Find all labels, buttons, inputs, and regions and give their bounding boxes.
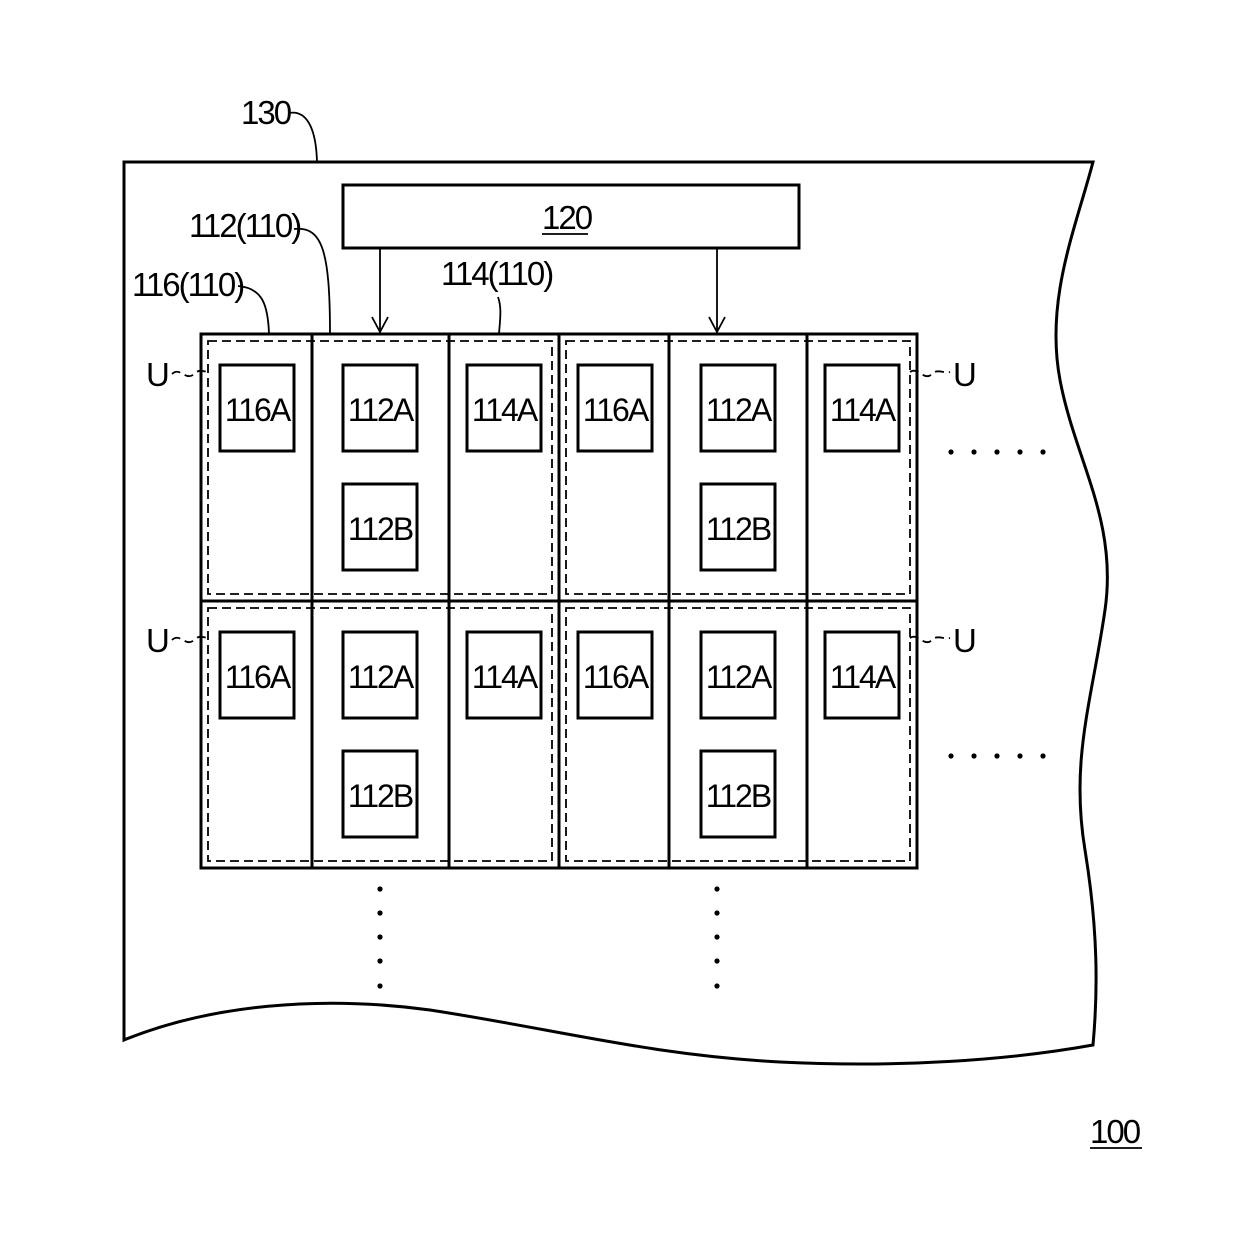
chip-label: 116A <box>583 392 650 428</box>
unit-bottom-left: 116A 112A 114A 112B <box>220 632 541 837</box>
label-unit: U <box>953 356 975 393</box>
label-114: 114(110) <box>441 255 552 292</box>
chip-label: 114A <box>472 659 539 695</box>
chip-label: 112B <box>706 778 771 814</box>
label-unit: U <box>146 356 168 393</box>
unit-bottom-right: 116A 112A 114A 112B <box>578 632 899 837</box>
chip-label: 114A <box>830 659 897 695</box>
unit-top-right: 116A 112A 114A 112B <box>578 365 899 570</box>
chip-label: 112A <box>348 392 415 428</box>
label-116: 116(110) <box>132 266 243 303</box>
chip-label: 112A <box>706 392 773 428</box>
chip-label: 112A <box>348 659 415 695</box>
leader-unit <box>172 637 208 643</box>
label-unit: U <box>146 622 168 659</box>
leader-114 <box>498 297 500 334</box>
chip-label: 112B <box>348 778 413 814</box>
chip-label: 114A <box>830 392 897 428</box>
chip-label: 112B <box>706 511 771 547</box>
chip-label: 114A <box>472 392 539 428</box>
unit-top-left: 116A 112A 114A 112B <box>220 365 541 570</box>
leader-substrate <box>289 113 317 162</box>
leader-112 <box>294 229 330 334</box>
label-substrate: 130 <box>241 94 292 131</box>
chip-label: 116A <box>225 659 292 695</box>
substrate-outline <box>124 162 1107 1064</box>
label-112: 112(110) <box>189 207 300 244</box>
leader-unit <box>172 371 208 377</box>
ellipsis-right-bottom <box>948 753 1045 758</box>
ellipsis-right-top <box>948 449 1045 454</box>
label-controller: 120 <box>542 199 593 236</box>
ellipsis-down-left <box>377 886 382 988</box>
chip-label: 112A <box>706 659 773 695</box>
chip-label: 116A <box>225 392 292 428</box>
label-device: 100 <box>1090 1113 1141 1150</box>
chip-label: 112B <box>348 511 413 547</box>
label-unit: U <box>953 622 975 659</box>
ellipsis-down-right <box>714 886 719 988</box>
chip-label: 116A <box>583 659 650 695</box>
